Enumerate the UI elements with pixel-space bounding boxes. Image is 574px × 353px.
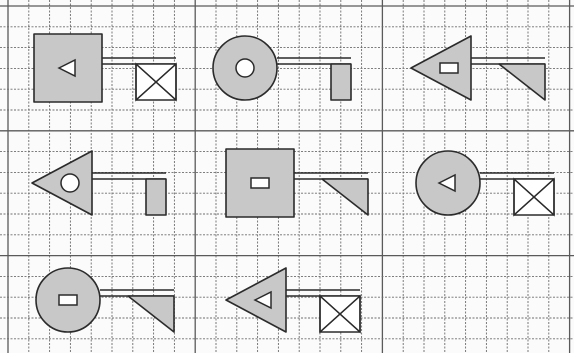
l-hook-bit (331, 64, 351, 100)
circle-hole (61, 174, 79, 192)
rectangle-hole (440, 63, 458, 73)
circle-hole (236, 59, 254, 77)
rectangle-hole (251, 178, 269, 188)
l-hook-bit (146, 179, 166, 215)
rectangle-hole (59, 295, 77, 305)
